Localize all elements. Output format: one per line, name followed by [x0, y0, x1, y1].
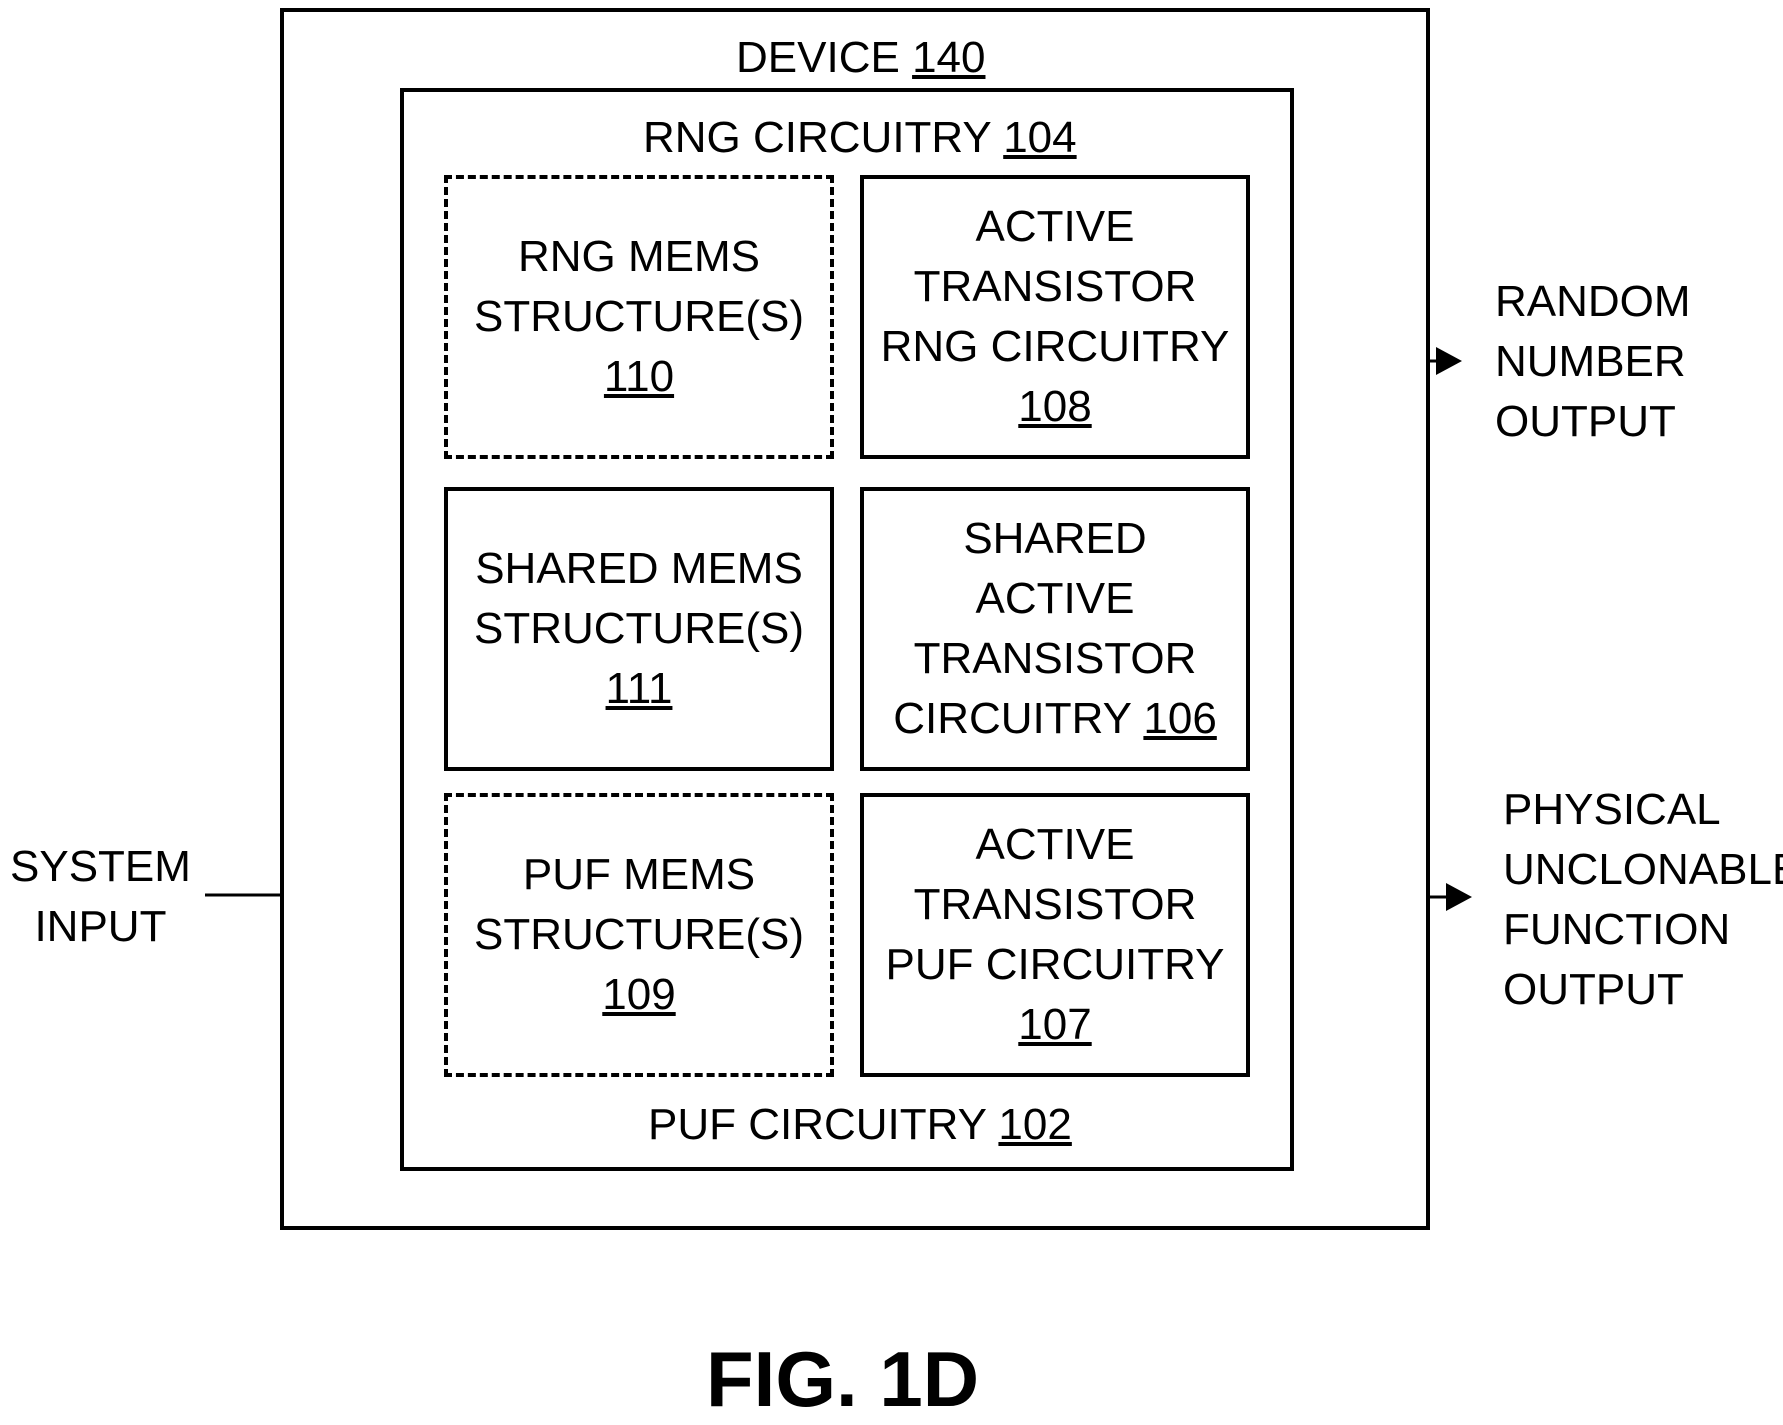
puf-output-line-4: OUTPUT	[1503, 960, 1783, 1020]
puf-circuitry-title-text: PUF CIRCUITRY	[648, 1100, 986, 1149]
puf-output-line-3: FUNCTION	[1503, 900, 1783, 960]
random-output-line-1: RANDOM	[1495, 272, 1691, 332]
shared-active-line-4: CIRCUITRY	[893, 694, 1131, 743]
device-title: DEVICE 140	[736, 28, 985, 88]
system-input-line-1: SYSTEM	[10, 837, 191, 897]
shared-mems-line-1: SHARED MEMS	[448, 539, 830, 599]
shared-active-line-2: ACTIVE	[864, 569, 1246, 629]
active-rng-line-3: RNG CIRCUITRY	[864, 317, 1246, 377]
rng-circuitry-title: RNG CIRCUITRY 104	[643, 108, 1077, 168]
shared-mems-block: SHARED MEMS STRUCTURE(S) 111	[444, 487, 834, 771]
active-puf-line-2: TRANSISTOR	[864, 875, 1246, 935]
shared-mems-ref: 111	[448, 659, 830, 719]
active-puf-ref: 107	[864, 995, 1246, 1055]
device-title-text: DEVICE	[736, 33, 900, 82]
rng-mems-block: RNG MEMS STRUCTURE(S) 110	[444, 175, 834, 459]
shared-mems-line-2: STRUCTURE(S)	[448, 599, 830, 659]
rng-mems-line-2: STRUCTURE(S)	[448, 287, 830, 347]
active-puf-line-1: ACTIVE	[864, 815, 1246, 875]
puf-mems-line-2: STRUCTURE(S)	[448, 905, 830, 965]
figure-label: FIG. 1D	[706, 1334, 979, 1425]
active-puf-line-3: PUF CIRCUITRY	[864, 935, 1246, 995]
shared-active-line-1: SHARED	[864, 509, 1246, 569]
rng-mems-ref: 110	[448, 347, 830, 407]
shared-active-block: SHARED ACTIVE TRANSISTOR CIRCUITRY 106	[860, 487, 1250, 771]
active-rng-block: ACTIVE TRANSISTOR RNG CIRCUITRY 108	[860, 175, 1250, 459]
active-rng-line-2: TRANSISTOR	[864, 257, 1246, 317]
rng-mems-line-1: RNG MEMS	[448, 227, 830, 287]
shared-active-line-3: TRANSISTOR	[864, 629, 1246, 689]
active-puf-block: ACTIVE TRANSISTOR PUF CIRCUITRY 107	[860, 793, 1250, 1077]
random-output-line-3: OUTPUT	[1495, 392, 1691, 452]
system-input-line-2: INPUT	[10, 897, 191, 957]
puf-output-line-2: UNCLONABLE	[1503, 840, 1783, 900]
rng-circuitry-ref: 104	[1003, 113, 1076, 162]
puf-mems-ref: 109	[448, 965, 830, 1025]
puf-circuitry-ref: 102	[998, 1100, 1071, 1149]
shared-active-ref: 106	[1143, 694, 1216, 743]
active-rng-line-1: ACTIVE	[864, 197, 1246, 257]
puf-circuitry-title: PUF CIRCUITRY 102	[648, 1095, 1072, 1155]
puf-output-label: PHYSICAL UNCLONABLE FUNCTION OUTPUT	[1503, 780, 1783, 1020]
puf-output-line-1: PHYSICAL	[1503, 780, 1783, 840]
random-output-line-2: NUMBER	[1495, 332, 1691, 392]
puf-mems-block: PUF MEMS STRUCTURE(S) 109	[444, 793, 834, 1077]
active-rng-ref: 108	[864, 377, 1246, 437]
random-output-arrowhead	[1436, 347, 1462, 375]
rng-circuitry-title-text: RNG CIRCUITRY	[643, 113, 991, 162]
puf-output-arrowhead	[1446, 883, 1472, 911]
device-ref: 140	[912, 33, 985, 82]
system-input-label: SYSTEM INPUT	[10, 837, 191, 957]
random-output-label: RANDOM NUMBER OUTPUT	[1495, 272, 1691, 452]
shared-active-line-4-wrap: CIRCUITRY 106	[864, 689, 1246, 749]
puf-mems-line-1: PUF MEMS	[448, 845, 830, 905]
